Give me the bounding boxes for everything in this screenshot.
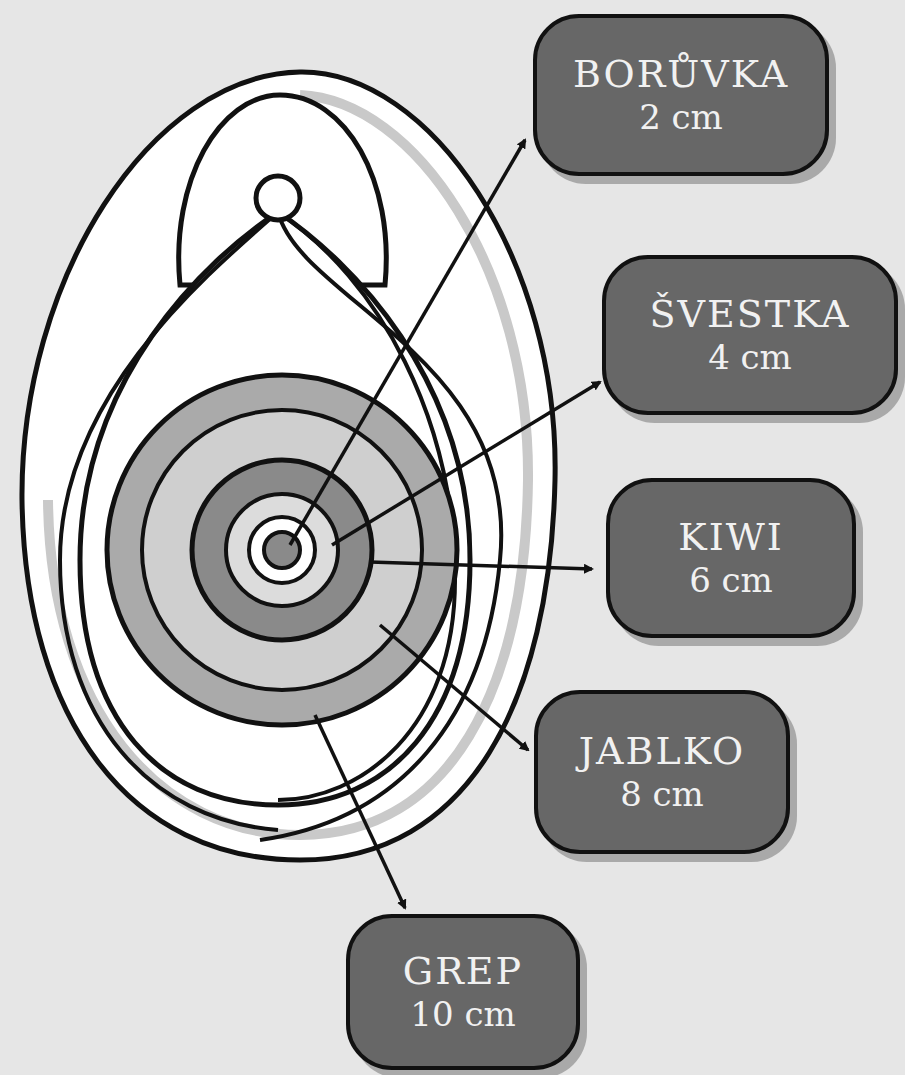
- outer-shape: [22, 72, 555, 860]
- size-value: 6 cm: [689, 560, 773, 601]
- size-circle: [142, 410, 422, 690]
- fruit-name: ŠVESTKA: [650, 292, 851, 338]
- fruit-name: KIWI: [678, 515, 783, 561]
- size-circle: [226, 494, 338, 606]
- leader-arrow: [370, 562, 592, 569]
- leader-arrow: [380, 625, 528, 750]
- size-label-box: JABLKO8 cm: [534, 690, 790, 854]
- size-value: 2 cm: [639, 97, 723, 138]
- fruit-name: BORŮVKA: [573, 52, 789, 98]
- teardrop: [80, 212, 470, 805]
- size-circle: [192, 460, 372, 640]
- size-value: 4 cm: [708, 337, 792, 378]
- size-value: 10 cm: [410, 994, 515, 1035]
- size-label-box: ŠVESTKA4 cm: [602, 255, 898, 415]
- size-label-box: BORŮVKA2 cm: [533, 14, 829, 176]
- fruit-name: GREP: [403, 949, 523, 995]
- outer-shadow: [48, 95, 528, 835]
- small-circle: [256, 176, 300, 220]
- size-circle: [249, 517, 315, 583]
- leader-arrow: [290, 140, 525, 545]
- size-value: 8 cm: [620, 774, 704, 815]
- size-label-box: GREP10 cm: [346, 914, 580, 1070]
- size-label-box: KIWI6 cm: [606, 478, 856, 638]
- fruit-name: JABLKO: [579, 729, 745, 775]
- leader-arrow: [315, 715, 405, 908]
- size-circle: [107, 375, 457, 725]
- leader-arrow: [332, 382, 600, 545]
